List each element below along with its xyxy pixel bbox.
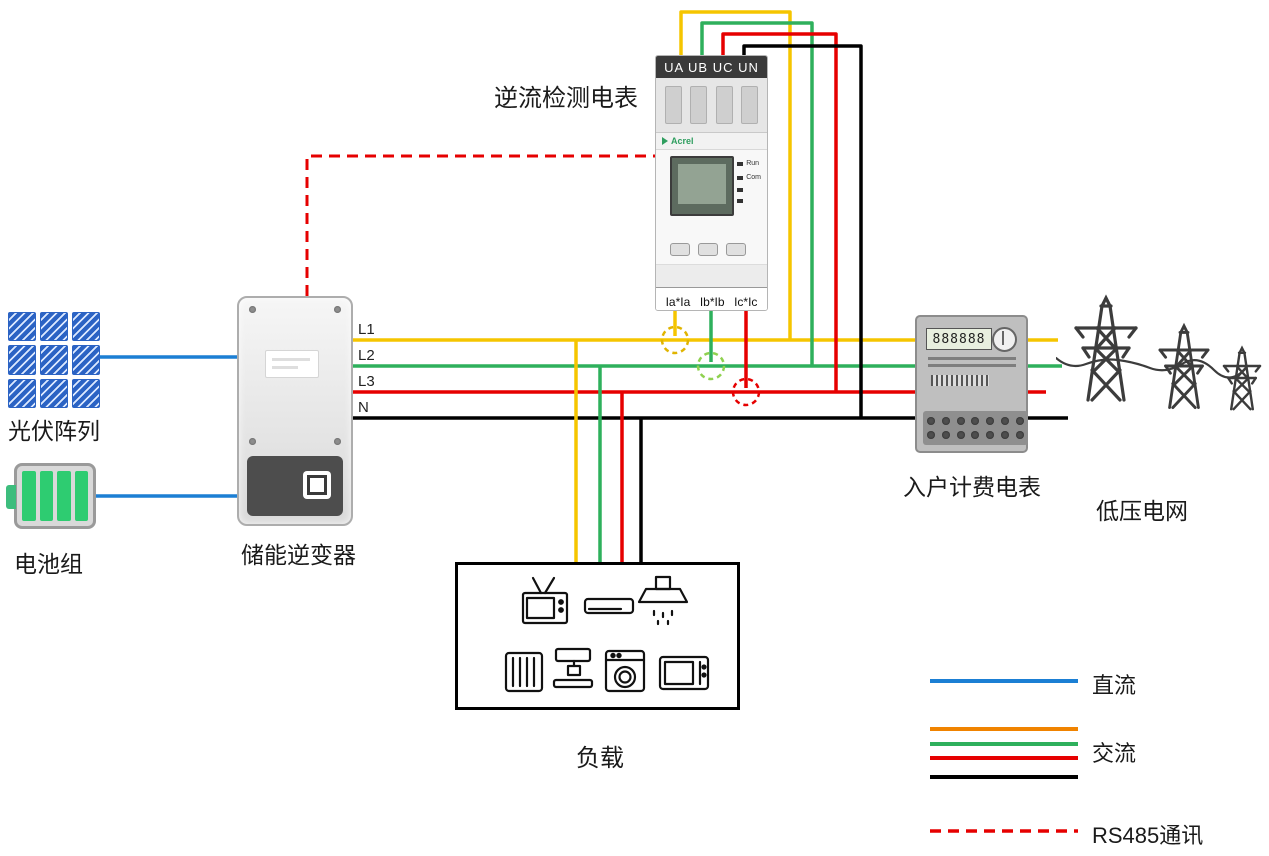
billing-meter: 888888 xyxy=(915,315,1028,453)
billing-meter-dial xyxy=(992,327,1017,352)
brand-name: Acrel xyxy=(671,136,694,146)
load-label: 负载 xyxy=(576,745,624,772)
billing-meter-barcode xyxy=(931,375,989,386)
bus-label-l2: L2 xyxy=(358,347,375,364)
screw-icon xyxy=(249,438,256,445)
ct-ring-ib xyxy=(696,351,726,381)
meter-button xyxy=(670,243,690,256)
range-hood-icon xyxy=(637,575,689,626)
bus-label-l3: L3 xyxy=(358,373,375,390)
meter-current-terminals: Ia*Ia Ib*Ib Ic*Ic xyxy=(656,287,767,310)
ct-ring-ia xyxy=(660,325,690,355)
meter-button xyxy=(698,243,718,256)
l2-meter-loop xyxy=(700,21,814,366)
bus-label-l1: L1 xyxy=(358,321,375,338)
billing-meter-label: 入户计费电表 xyxy=(903,474,1041,500)
n-meter-loop xyxy=(742,44,863,418)
coffee-machine-icon xyxy=(552,647,594,689)
conductor-wave xyxy=(1056,356,1248,379)
billing-meter-lcd: 888888 xyxy=(926,328,992,350)
meter-body: Run Com xyxy=(656,150,767,264)
air-conditioner-icon xyxy=(583,597,635,615)
detect-meter-label: 逆流检测电表 xyxy=(494,85,638,112)
screw-icon xyxy=(334,306,341,313)
washing-machine-icon xyxy=(604,649,646,693)
power-grid-towers xyxy=(1056,294,1262,411)
billing-meter-terminals xyxy=(923,411,1028,445)
pv-label: 光伏阵列 xyxy=(8,418,100,444)
heater-icon xyxy=(504,651,544,693)
screw-icon xyxy=(334,438,341,445)
screw-icon xyxy=(249,306,256,313)
meter-button xyxy=(726,243,746,256)
meter-lower-cover xyxy=(656,264,767,287)
legend-dc-label: 直流 xyxy=(1092,673,1137,698)
transmission-tower-icon xyxy=(1158,322,1210,410)
transmission-tower-icon xyxy=(1222,345,1262,411)
ct-ring-ic xyxy=(731,377,761,407)
meter-voltage-terminals-label: UA UB UC UN xyxy=(656,56,767,78)
load-box xyxy=(455,562,740,710)
legend-ac-label: 交流 xyxy=(1092,741,1137,766)
microwave-icon xyxy=(658,655,710,691)
battery-label: 电池组 xyxy=(14,551,83,577)
reverse-current-meter: UA UB UC UN Acrel Run Com Ia*Ia xyxy=(655,55,768,311)
l3-meter-loop xyxy=(721,32,838,392)
storage-inverter xyxy=(237,296,353,526)
transmission-tower-icon xyxy=(1074,294,1138,402)
meter-terminal-cover xyxy=(656,78,767,133)
meter-brand: Acrel xyxy=(656,133,767,150)
meter-led-indicators: Run Com xyxy=(737,160,761,203)
inverter-display-icon xyxy=(303,471,331,499)
battery-pack xyxy=(6,463,96,529)
pv-array xyxy=(8,312,100,408)
grid-label: 低压电网 xyxy=(1096,498,1188,524)
inverter-label-sticker xyxy=(265,350,319,378)
billing-meter-nameplate xyxy=(928,357,1016,371)
appliance-icons xyxy=(504,575,710,693)
tv-icon xyxy=(521,576,569,625)
brand-logo-icon xyxy=(662,137,668,145)
bus-label-n: N xyxy=(358,399,369,416)
inverter-bottom-panel xyxy=(247,456,343,516)
meter-buttons xyxy=(670,243,746,256)
inverter-label: 储能逆变器 xyxy=(241,542,356,568)
l1-meter-loop xyxy=(679,10,792,340)
rs485-wire xyxy=(305,154,655,296)
meter-lcd xyxy=(670,156,734,216)
legend-rs485-label: RS485通讯 xyxy=(1092,823,1204,848)
